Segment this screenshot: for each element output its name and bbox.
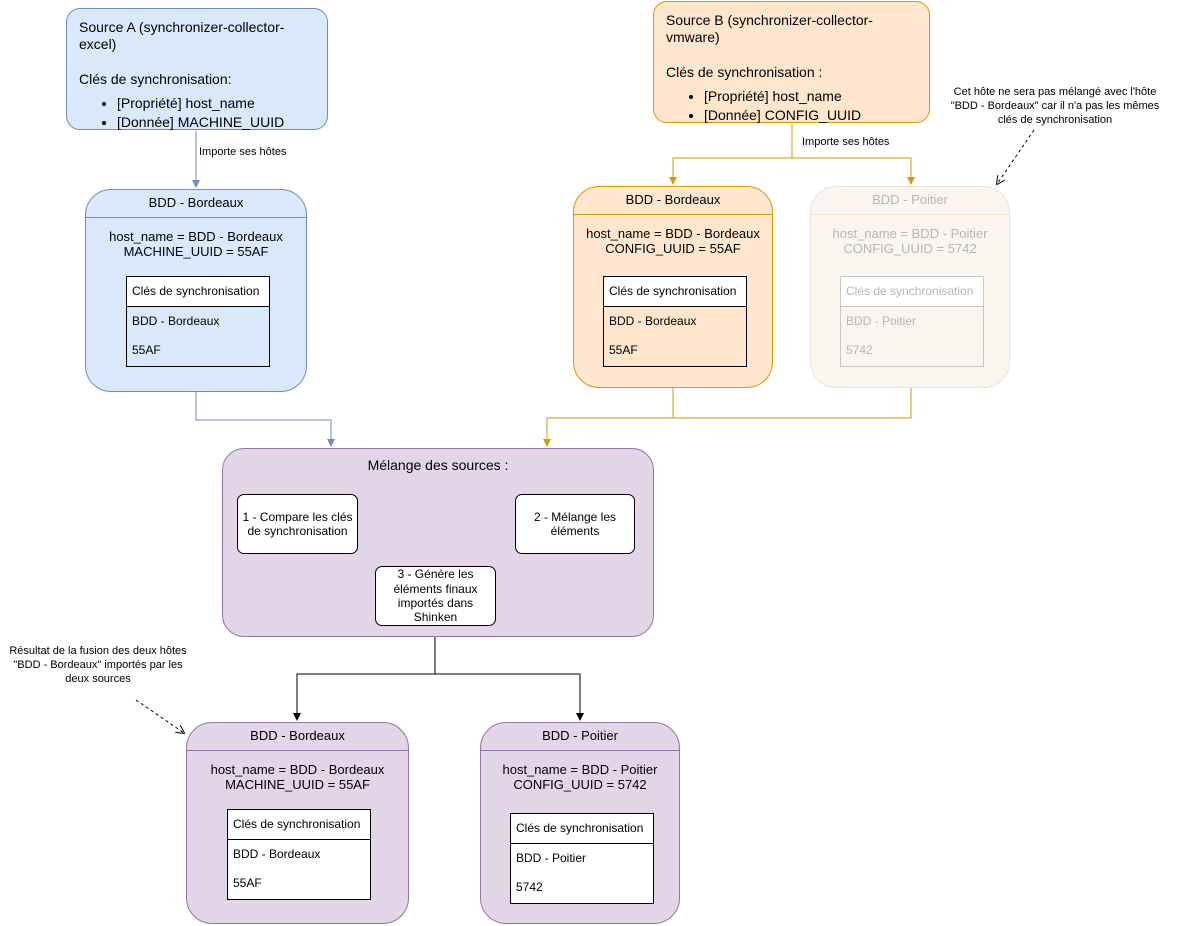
sync-key-row: 5742 xyxy=(516,880,543,894)
edge-host-a-to-mix xyxy=(195,392,335,447)
note-poitier: Cet hôte ne sera pas mélangé avec l'hôte… xyxy=(930,86,1180,127)
step-line: 3 - Génère les xyxy=(397,567,474,582)
host-title: BDD - Poitier xyxy=(481,723,679,751)
host-a-bordeaux: BDD - Bordeaux host_name = BDD - Bordeau… xyxy=(85,189,307,392)
source-a-box: Source A (synchronizer-collector-excel) … xyxy=(66,8,328,130)
step-line: de synchronisation xyxy=(247,524,348,538)
host-result-poitier: BDD - Poitier host_name = BDD - Poitier … xyxy=(480,722,680,924)
step-line: Shinken xyxy=(413,610,458,625)
sync-keys-header: Clés de synchronisation xyxy=(604,277,746,307)
sync-keys-table: Clés de synchronisation BDD - Bordeaux 5… xyxy=(603,276,747,367)
host-attr: MACHINE_UUID = 55AF xyxy=(225,776,370,792)
note-poitier-line: Cet hôte ne sera pas mélangé avec l'hôte xyxy=(953,86,1157,98)
sync-keys-table: Clés de synchronisation BDD - Bordeaux 5… xyxy=(227,809,371,900)
host-b-poitier: BDD - Poitier host_name = BDD - Poitier … xyxy=(810,186,1010,388)
source-a-title: Source A (synchronizer-collector-excel) xyxy=(79,19,285,52)
sync-keys-table: Clés de synchronisation BDD - Poitier 57… xyxy=(510,813,654,904)
host-title: BDD - Bordeaux xyxy=(187,723,408,751)
step-line: 1 - Compare les clés xyxy=(242,509,353,524)
sync-key-row: BDD - Poitier xyxy=(846,314,917,328)
host-title: BDD - Bordeaux xyxy=(574,187,772,215)
edge-source-b-to-bordeaux xyxy=(673,157,911,184)
source-a-key: [Donnée] MACHINE_UUID xyxy=(117,114,315,131)
note-poitier-line: "BDD - Bordeaux" car il n'a pas les même… xyxy=(950,99,1160,112)
host-attr: CONFIG_UUID = 5742 xyxy=(513,776,647,792)
step-line: éléments xyxy=(550,524,600,538)
step-line: importés dans xyxy=(397,596,474,610)
host-attr: host_name = BDD - Poitier xyxy=(502,762,658,777)
host-attributes: host_name = BDD - Bordeaux MACHINE_UUID … xyxy=(187,762,408,793)
mix-title: Mélange des sources : xyxy=(367,457,509,473)
sync-keys-header: Clés de synchronisation xyxy=(841,277,983,307)
source-b-title: Source B (synchronizer-collector-vmware) xyxy=(666,12,873,45)
note-poitier-arrow xyxy=(997,129,1035,184)
sync-keys-body: BDD - Poitier 5742 xyxy=(841,307,983,366)
host-attr: host_name = BDD - Bordeaux xyxy=(210,762,385,777)
host-attr: CONFIG_UUID = 55AF xyxy=(605,240,741,256)
source-a-keys-label: Clés de synchronisation: xyxy=(79,70,232,87)
step-merge-elements: 2 - Mélange les éléments xyxy=(515,494,635,554)
step-generate-elements: 3 - Génère les éléments finaux importés … xyxy=(375,566,496,626)
host-attributes: host_name = BDD - Bordeaux MACHINE_UUID … xyxy=(86,229,306,260)
source-b-keys-list: [Propriété] host_name [Donnée] CONFIG_UU… xyxy=(666,88,917,124)
host-attr: MACHINE_UUID = 55AF xyxy=(123,243,269,259)
sync-keys-table: Clés de synchronisation BDD - Poitier 57… xyxy=(840,276,984,367)
note-poitier-line: clés de synchronisation xyxy=(997,113,1113,126)
sync-key-row: BDD - Poitier xyxy=(516,851,587,865)
edge-hosts-b-to-mix xyxy=(547,388,912,446)
note-result-line: Résultat de la fusion des deux hôtes xyxy=(9,645,187,657)
host-b-bordeaux: BDD - Bordeaux host_name = BDD - Bordeau… xyxy=(573,186,773,388)
source-b-key: [Donnée] CONFIG_UUID xyxy=(704,107,917,124)
sync-keys-header: Clés de synchronisation xyxy=(127,277,269,307)
sync-key-row: 55AF xyxy=(609,343,638,357)
step-line: éléments finaux xyxy=(393,581,478,596)
note-result-arrow xyxy=(135,699,184,733)
host-attributes: host_name = BDD - Bordeaux CONFIG_UUID =… xyxy=(574,226,772,257)
sync-key-row: 5742 xyxy=(846,343,873,357)
source-b-key: [Propriété] host_name xyxy=(704,88,917,105)
sync-key-row: 55AF xyxy=(233,876,262,890)
sync-keys-body: BDD - Bordeaux 55AF xyxy=(228,840,370,899)
source-a-keys-list: [Propriété] host_name [Donnée] MACHINE_U… xyxy=(79,95,315,131)
host-attr: host_name = BDD - Bordeaux xyxy=(586,226,760,241)
sync-key-row: BDD - Bordeaux xyxy=(233,847,321,861)
sync-keys-header: Clés de synchronisation xyxy=(228,810,370,840)
sync-key-row: BDD - Bordeaux xyxy=(609,314,697,328)
edge-mix-to-results xyxy=(296,626,581,720)
step-line: 2 - Mélange les xyxy=(533,509,617,524)
note-result-line: "BDD - Bordeaux" importés par les xyxy=(13,658,183,671)
note-result-line: deux sources xyxy=(65,672,131,685)
edge-label-b-imports: Importe ses hôtes xyxy=(802,136,890,148)
source-a-key: [Propriété] host_name xyxy=(117,95,315,112)
step-compare-keys: 1 - Compare les clés de synchronisation xyxy=(237,494,358,554)
sync-keys-body: BDD - Poitier 5742 xyxy=(511,844,653,903)
host-attr: host_name = BDD - Bordeaux xyxy=(109,229,283,244)
sync-keys-table: Clés de synchronisation BDD - Bordeaux 5… xyxy=(126,276,270,367)
sync-key-row: BDD - Bordeaux xyxy=(132,314,220,328)
host-attr: host_name = BDD - Poitier xyxy=(832,226,988,241)
host-attr: CONFIG_UUID = 5742 xyxy=(843,240,977,256)
edge-label-a-imports: Importe ses hôtes xyxy=(199,146,287,158)
host-title: BDD - Bordeaux xyxy=(86,190,306,218)
host-attributes: host_name = BDD - Poitier CONFIG_UUID = … xyxy=(481,762,679,793)
host-result-bordeaux: BDD - Bordeaux host_name = BDD - Bordeau… xyxy=(186,722,409,924)
sync-keys-body: BDD - Bordeaux 55AF xyxy=(127,307,269,366)
source-b-keys-label: Clés de synchronisation : xyxy=(666,63,823,80)
sync-key-row: 55AF xyxy=(132,343,161,357)
source-b-box: Source B (synchronizer-collector-vmware)… xyxy=(653,1,930,123)
host-title: BDD - Poitier xyxy=(811,187,1009,215)
sync-keys-body: BDD - Bordeaux 55AF xyxy=(604,307,746,366)
sync-keys-header: Clés de synchronisation xyxy=(511,814,653,844)
note-result: Résultat de la fusion des deux hôtes "BD… xyxy=(0,645,196,686)
host-attributes: host_name = BDD - Poitier CONFIG_UUID = … xyxy=(811,226,1009,257)
